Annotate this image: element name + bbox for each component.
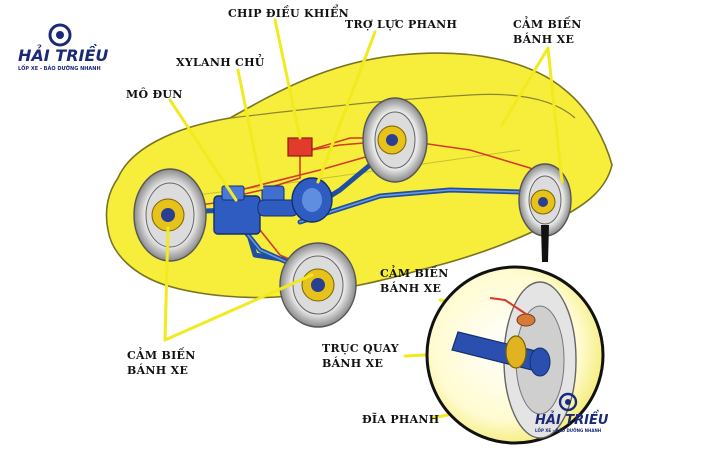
label-brake-disc: ĐĨA PHANH (362, 413, 440, 426)
brand-tagline-bottom: LỐP XE - BẢO DƯỠNG NHANH (535, 428, 602, 433)
brake-booster (291, 177, 333, 223)
wheel-rear-right (518, 163, 572, 237)
label-sensor-top-right-2: BÁNH XE (513, 33, 575, 46)
label-sensor-bottom-left-2: BÁNH XE (127, 364, 189, 377)
label-axle-2: BÁNH XE (322, 357, 384, 370)
brand-name-bottom: HẢI TRIỀU (535, 413, 609, 428)
label-sensor-inset-1: CẢM BIẾN (380, 267, 449, 280)
sensor-cable (489, 297, 527, 315)
wheel-speed-sensor (516, 313, 536, 327)
control-chip (287, 137, 313, 157)
brand-logo-text-bottom: HẢI TRIỀU LỐP XE - BẢO DƯỠNG NHANH (535, 413, 608, 433)
leader-lines (163, 18, 564, 420)
wheel-front-left (133, 168, 207, 262)
label-module: MÔ ĐUN (126, 88, 183, 101)
label-axle-1: TRỤC QUAY (322, 342, 399, 355)
tone-ring (505, 335, 527, 369)
brand-logo-text-top: HẢI TRIỀU LỐP XE - BẢO DƯỠNG NHANH (18, 46, 108, 72)
label-control-chip: CHIP ĐIỀU KHIỂN (228, 7, 349, 20)
brand-logo-top (48, 23, 72, 47)
brand-name: HẢI TRIỀU (18, 46, 109, 65)
wheel-front-right (279, 242, 357, 328)
wheel-rear-left (362, 97, 428, 183)
label-master-cylinder: XYLANH CHỦ (176, 56, 265, 69)
car-window-line (229, 93, 576, 119)
label-brake-booster: TRỢ LỰC PHANH (345, 18, 458, 31)
label-sensor-bottom-left-1: CẢM BIẾN (127, 349, 196, 362)
inset-detail (425, 265, 605, 445)
brand-tagline: LỐP XE - BẢO DƯỠNG NHANH (18, 66, 101, 72)
label-sensor-top-right-1: CẢM BIẾN (513, 18, 582, 31)
inset-pointer (541, 225, 549, 262)
label-sensor-inset-2: BÁNH XE (380, 282, 442, 295)
brand-logo-bottom (558, 392, 578, 412)
